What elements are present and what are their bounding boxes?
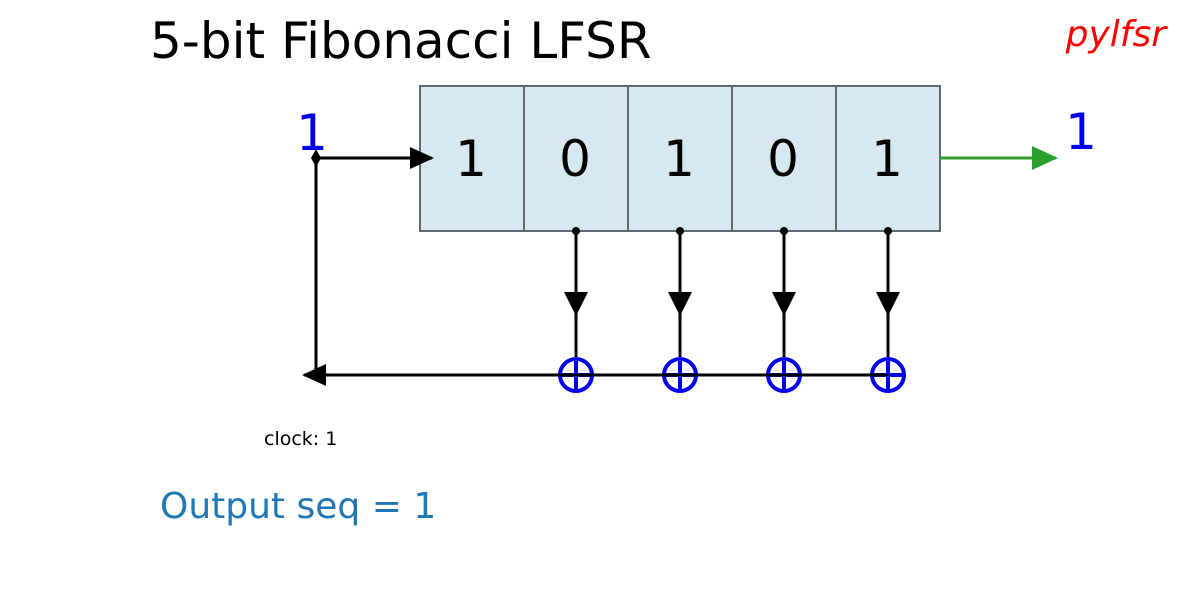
register-bit: 1 (663, 130, 695, 188)
output-seq-label: Output seq = (160, 486, 402, 527)
register-cell (731, 85, 837, 232)
register-bit: 1 (871, 130, 903, 188)
page-title: 5-bit Fibonacci LFSR (150, 12, 652, 70)
clock-counter: clock: 1 (264, 428, 337, 450)
feedback-bit: 1 (296, 104, 328, 162)
tap-arrowhead (668, 292, 692, 316)
register-cells: 1 0 1 0 1 (419, 85, 941, 232)
clock-value: 1 (325, 428, 338, 450)
tap-arrowhead (772, 292, 796, 316)
brand-label: pylfsr (1065, 14, 1166, 55)
register-bit: 1 (455, 130, 487, 188)
register-cell (627, 85, 733, 232)
register-bit: 0 (559, 130, 591, 188)
output-sequence: Output seq = 1 (160, 486, 436, 527)
register-cell (419, 85, 525, 232)
feedback-junction-dot (311, 149, 321, 167)
clock-label: clock: (264, 428, 320, 450)
output-seq-value: 1 (413, 486, 437, 527)
tap-arrowhead (564, 292, 588, 316)
output-bit: 1 (1065, 103, 1097, 161)
tap-arrowhead (876, 292, 900, 316)
tap-lines (564, 227, 900, 357)
register-bit: 0 (767, 130, 799, 188)
